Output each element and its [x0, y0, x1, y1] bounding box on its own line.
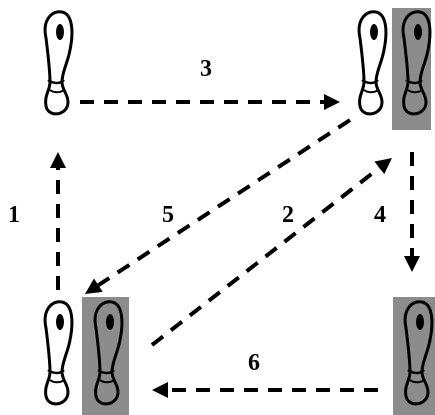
white-foot-icon: [357, 10, 388, 116]
arrow-step-6: [152, 382, 378, 398]
position-top-left: [43, 10, 74, 116]
white-foot-icon: [43, 10, 74, 116]
arrowhead: [50, 152, 66, 168]
step-label-1: 1: [8, 202, 20, 228]
step-label-3: 3: [200, 56, 212, 82]
step-label-2: 2: [282, 202, 294, 228]
arrow-step-4: [404, 152, 420, 272]
arrowhead: [85, 278, 103, 294]
position-top-right: [357, 8, 432, 130]
arrow-step-5: [85, 118, 352, 294]
arrow-step-1: [50, 152, 66, 290]
white-foot-icon: [43, 300, 74, 406]
arrow-line: [150, 166, 381, 347]
arrow-step-3: [80, 94, 340, 110]
arrows-layer: [50, 94, 420, 398]
position-bottom-right: [393, 297, 435, 415]
arrowhead: [404, 256, 420, 272]
step-label-6: 6: [248, 350, 260, 376]
arrowhead: [374, 158, 392, 175]
gray-foot-icon: [93, 300, 124, 406]
arrowhead: [152, 382, 168, 398]
arrow-step-2: [150, 158, 392, 347]
gray-foot-icon: [401, 10, 432, 116]
gray-foot-icon: [403, 300, 434, 406]
step-label-5: 5: [162, 202, 174, 228]
arrow-line: [97, 118, 352, 287]
position-bottom-left: [43, 297, 129, 415]
step-label-4: 4: [374, 202, 386, 228]
arrowhead: [324, 94, 340, 110]
